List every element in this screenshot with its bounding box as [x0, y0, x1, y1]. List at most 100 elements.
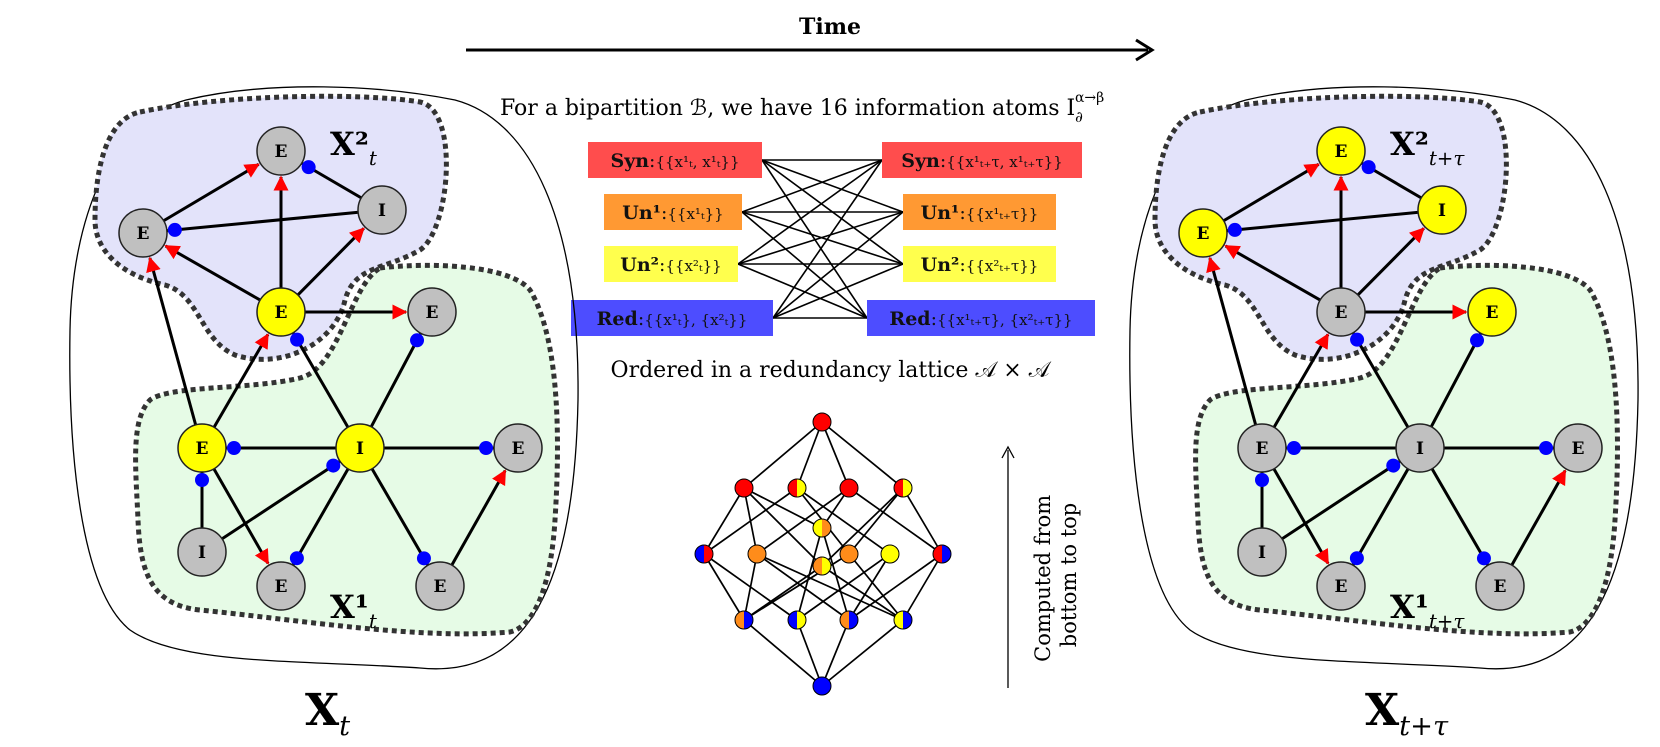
neuron-label: E — [1494, 577, 1507, 597]
lattice-node — [812, 676, 832, 696]
neuron-label: E — [1335, 142, 1348, 162]
neuron-label: I — [1438, 201, 1446, 221]
lattice-edge — [821, 619, 904, 687]
left-x1-label-main: X¹ — [330, 588, 369, 626]
atom-name: Un¹ — [921, 202, 960, 224]
left-x1-label-sub: t — [369, 610, 377, 633]
atom-separator: : — [659, 254, 665, 276]
right-node-k: E — [1475, 561, 1525, 611]
lattice-node-r4c — [812, 556, 832, 576]
atom-link — [772, 211, 904, 319]
left-atom-2: Un²:{{x²ₜ}} — [604, 246, 738, 282]
lattice-node-right-half — [942, 545, 951, 563]
right-x1-label-main: X¹ — [1390, 588, 1429, 626]
right-atom-box — [882, 142, 1082, 178]
left-node-h: E — [493, 423, 543, 473]
lattice-edge — [703, 553, 745, 621]
right-atom-1: Un¹:{{x¹ₜ₊τ}} — [903, 194, 1056, 230]
lattice-node-outline — [734, 610, 754, 630]
right-node-f: E — [1237, 423, 1287, 473]
inhibitory-terminal — [1476, 551, 1491, 566]
neuron-node — [407, 287, 457, 337]
edge-f-d — [212, 333, 270, 429]
lattice-edge — [743, 553, 850, 621]
inhibitory-terminal — [1470, 333, 1485, 348]
right-system-label: Xt+τ — [1365, 685, 1449, 742]
neuron-node — [1237, 527, 1287, 577]
left-atom-box — [588, 142, 762, 178]
right-node-d: E — [1316, 287, 1366, 337]
left-node-c: I — [357, 185, 407, 235]
neuron-label: I — [356, 439, 364, 459]
inhibitory-terminal — [1255, 473, 1269, 487]
atom-link — [737, 159, 883, 265]
lattice-node-r4b — [747, 544, 767, 564]
lattice-edge — [703, 487, 798, 555]
atom-link — [741, 159, 883, 213]
lattice-node-right-half — [903, 479, 912, 497]
neuron-node — [415, 561, 465, 611]
lattice-edge — [743, 487, 823, 529]
left-node-i: I — [177, 527, 227, 577]
left-atom-label: Red:{{x¹ₜ}, {x²ₜ}} — [597, 308, 748, 330]
left-system-label-sub: t — [339, 711, 350, 742]
atom-separator: : — [940, 150, 946, 172]
right-atom-box — [903, 194, 1056, 230]
lattice-node-outline — [893, 478, 913, 498]
right-x2-label: X²t+τ — [1390, 125, 1465, 170]
lattice-edge — [848, 553, 891, 621]
lattice-edges — [703, 421, 943, 687]
left-x2-label: X²t — [330, 125, 377, 170]
lattice-edge — [848, 553, 904, 621]
lattice-edge — [743, 619, 823, 687]
information-atoms: Syn:{{x¹ₜ, x¹ₜ}} Un¹:{{x¹ₜ}} Un²:{{x²ₜ}} Re… — [571, 142, 1095, 336]
atom-formula: {{x¹ₜ₊τ}, {x²ₜ₊τ}} — [937, 311, 1073, 329]
atom-separator: : — [638, 308, 644, 330]
left-system-label-main: X — [305, 685, 340, 736]
left-atom-box — [571, 300, 773, 336]
left-system-label: Xt — [305, 685, 350, 742]
right-x1-label: X¹t+τ — [1390, 588, 1465, 633]
lattice-node-outline — [812, 518, 832, 538]
atom-link — [761, 159, 868, 319]
lattice-edge — [703, 487, 745, 555]
neuron-node — [118, 208, 168, 258]
neuron-label: E — [275, 577, 288, 597]
neuron-node — [1316, 287, 1366, 337]
left-node-j: E — [256, 561, 306, 611]
lattice-edge — [796, 421, 823, 489]
atom-name: Red — [889, 308, 930, 330]
lattice-node — [747, 544, 767, 564]
lattice-node-r4f — [932, 544, 952, 564]
inhibitory-terminal — [227, 441, 241, 455]
left-x1-label: X¹t — [330, 588, 377, 633]
left-atom-1: Un¹:{{x¹ₜ}} — [604, 194, 742, 230]
inhibitory-terminal — [1350, 332, 1365, 347]
right-node-b: E — [1316, 126, 1366, 176]
right-atom-2: Un²:{{x²ₜ₊τ}} — [903, 246, 1056, 282]
lattice-edge — [821, 619, 850, 687]
lattice-node-outline — [694, 544, 714, 564]
left-atom-0: Syn:{{x¹ₜ, x¹ₜ}} — [588, 142, 762, 178]
right-atom-3: Red:{{x¹ₜ₊τ}, {x²ₜ₊τ}} — [867, 300, 1095, 336]
inhibitory-terminal — [410, 333, 425, 348]
right-system-label-sub: t+τ — [1399, 711, 1449, 742]
edge-a-b — [1222, 162, 1320, 223]
neuron-node — [493, 423, 543, 473]
lattice-node-left-half — [788, 611, 797, 629]
lattice-edge — [902, 553, 943, 621]
time-arrowhead — [1135, 38, 1155, 62]
lattice-node-left-half — [695, 545, 704, 563]
lattice-node-outline — [839, 610, 859, 630]
atom-link — [737, 263, 868, 319]
inhibitory-terminal — [1539, 441, 1553, 455]
neuron-node — [256, 561, 306, 611]
intro: For a bipartition ℬ, we have 16 informat… — [500, 90, 1104, 126]
lattice-node-bot — [812, 676, 832, 696]
atom-formula: {{x¹ₜ₊τ}} — [966, 205, 1039, 223]
inhibitory-terminal — [1227, 222, 1242, 237]
atom-name: Syn — [901, 150, 940, 172]
inhibitory-terminal — [1386, 458, 1401, 473]
